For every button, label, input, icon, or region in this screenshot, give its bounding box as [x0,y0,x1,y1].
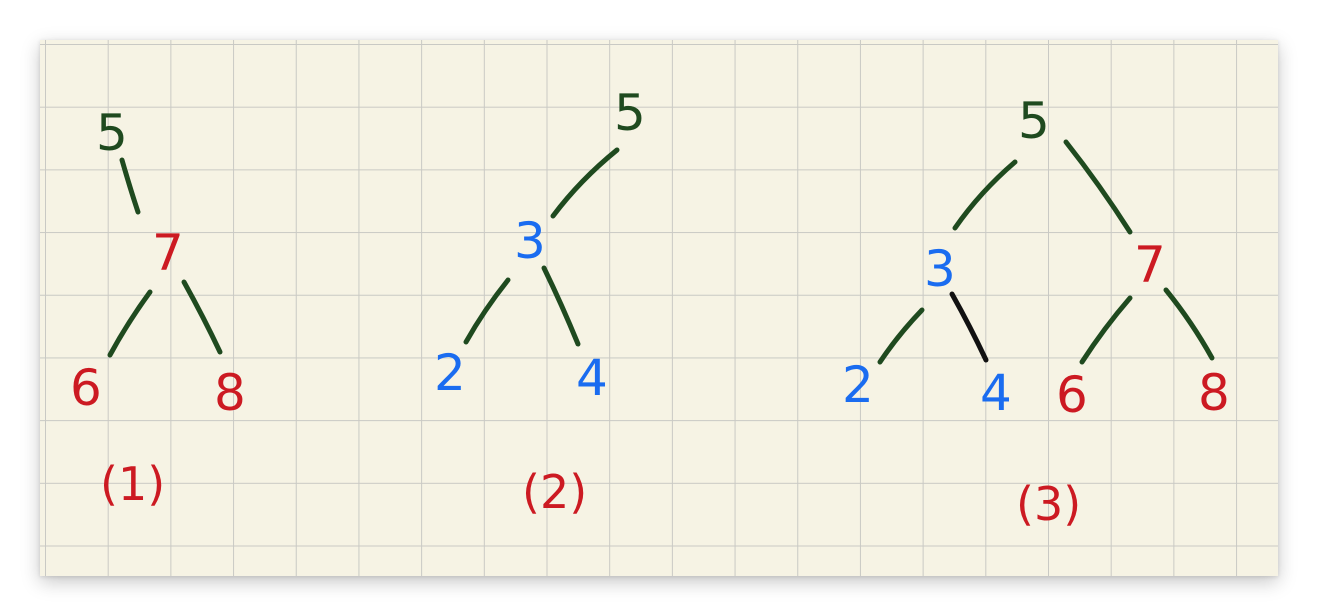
tree-3-node-left-mid: 3 [924,240,956,298]
tree-3-node-rl: 6 [1056,366,1088,424]
tree-1-edge-7-8 [181,279,223,355]
tree-3-edge-7-8 [1163,287,1215,361]
tree-3-edge-3-4 [949,291,989,363]
tree-2-node-mid: 3 [514,212,546,270]
tree-1-edge-5-7 [119,157,141,215]
tree-3-caption: (3) [1016,477,1081,531]
tree-2-edge-3-4 [541,265,581,347]
tree-3-edge-5-3 [952,159,1018,231]
tree-3-edge-3-2 [877,307,925,365]
tree-2-node-right: 4 [576,349,608,407]
tree-2-caption: (2) [522,465,587,519]
tree-1-caption: (1) [100,457,165,511]
tree-3-node-rr: 8 [1198,364,1230,422]
tree-2-edge-5-3 [550,147,620,219]
tree-1-node-mid: 7 [152,224,184,282]
tree-3: 5 3 7 2 4 6 8 (3) [842,92,1230,531]
tree-1-edge-7-6 [107,289,153,358]
tree-3-edge-5-7 [1063,139,1133,235]
tree-1-node-root: 5 [96,104,128,162]
tree-1: 5 7 6 8 (1) [70,104,246,511]
tree-2-node-root: 5 [614,84,646,142]
grid-paper-canvas [40,40,1278,576]
tree-2-edge-3-2 [463,277,511,345]
tree-1-node-right: 8 [214,364,246,422]
tree-1-node-left: 6 [70,359,102,417]
tree-3-node-lr: 4 [980,364,1012,422]
tree-3-node-right-mid: 7 [1134,236,1166,294]
tree-3-node-root: 5 [1018,92,1050,150]
tree-3-node-ll: 2 [842,356,874,414]
tree-2-node-left: 2 [434,344,466,402]
tree-3-edge-7-6 [1079,295,1133,365]
tree-2: 5 3 2 4 (2) [434,84,646,519]
